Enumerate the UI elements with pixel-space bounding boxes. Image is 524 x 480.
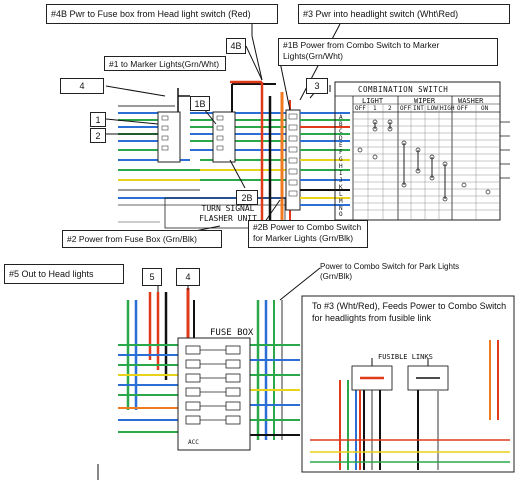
tag-4-bottom: 4 [176,268,200,286]
combo-row-i: I [339,170,343,177]
tag-3: 3 [306,78,328,94]
upper-left-harness [118,88,200,191]
combo-row-b: B [339,121,343,128]
tag-2: 2 [90,128,106,143]
combo-col-low: LOW [427,105,438,112]
fuse-box-label: FUSE BOX [210,328,253,338]
callout-1: #1 to Marker Lights(Grn/Wht) [104,56,226,71]
callout-1b-text: #1B Power from Combo Switch to Marker Li… [283,40,440,61]
tag-4-left-text: 4 [79,81,85,91]
fuse-box-harness [97,288,300,480]
tag-2-text: 2 [95,131,101,141]
combo-row-f: F [339,149,343,156]
fusible-links-label-text: FUSIBLE LINKS [378,353,433,361]
combo-row-a: A [339,114,343,121]
callout-2b: #2B Power to Combo Switch for Marker Lig… [248,220,368,248]
callout-1-text: #1 to Marker Lights(Grn/Wht) [109,59,220,69]
callout-5: #5 Out to Head lights [4,264,124,284]
combo-col-int: INT [413,105,424,112]
combo-group-wiper: WIPER [414,97,436,105]
callout-fusible: To #3 (Wht/Red), Feeds Power to Combo Sw… [312,300,508,324]
fuse-box-label-text: FUSE BOX [210,328,254,338]
combo-group-washer: WASHER [458,97,484,105]
flasher-label-line2: FLASHER UNIT [199,214,257,223]
tag-4-bottom-text: 4 [185,272,191,282]
tag-5-text: 5 [149,272,155,282]
combo-switch-grid [334,81,510,221]
callout-4b-top-text: #4B Pwr to Fuse box from Head light swit… [51,9,251,19]
callout-4b-top: #4B Pwr to Fuse box from Head light swit… [46,4,278,24]
tag-1b: 1B [190,96,210,111]
tag-2b-text: 2B [241,193,253,203]
callout-2b-text: #2B Power to Combo Switch for Marker Lig… [253,222,362,243]
combo-row-e: E [339,142,343,149]
combo-row-j: J [339,177,343,184]
tag-3-text: 3 [314,81,320,91]
leader-lines [105,23,341,301]
combo-row-l: L [339,191,343,198]
callout-3-top-text: #3 Pwr into headlight switch (Wht\Red) [303,9,459,19]
combo-row-o: O [339,211,343,218]
combo-row-c: C [339,128,343,135]
combo-col-1: 1 [373,105,377,112]
combo-row-m: M [339,198,343,205]
tag-1b-text: 1B [194,99,206,109]
combo-switch-title: COMBINATION SWITCH [358,85,448,94]
callout-3-top: #3 Pwr into headlight switch (Wht\Red) [298,4,510,24]
combo-col-off-3: OFF [457,105,468,112]
acc-label-text: ACC [188,439,199,446]
combo-row-d: D [339,135,343,142]
flasher-label-line1: TURN SIGNAL [201,204,255,213]
tag-4b: 4B [226,38,246,54]
flasher-outline [164,197,286,229]
combo-group-light: LIGHT [362,97,384,105]
flasher-label: TURN SIGNAL FLASHER UNIT [178,204,278,224]
callout-fusible-text: To #3 (Wht/Red), Feeds Power to Combo Sw… [312,301,507,323]
combo-col-off-2: OFF [400,105,411,112]
tag-1: 1 [90,112,106,127]
combo-row-n: N [339,205,343,212]
acc-label: ACC [188,438,199,448]
combo-switch-title-text: COMBINATION SWITCH [358,85,449,94]
combo-col-off-1: OFF [355,105,366,112]
callout-park-text: Power to Combo Switch for Park Lights (G… [320,262,460,281]
callout-5-text: #5 Out to Head lights [9,269,94,279]
tag-2b: 2B [236,190,258,205]
tag-1-text: 1 [95,115,101,125]
combo-row-g: G [339,156,343,163]
fusible-links-inset [301,295,515,473]
tag-4-left: 4 [60,78,104,94]
combo-row-h: H [339,163,343,170]
callout-2: #2 Power from Fuse Box (Grn/Blk) [62,230,222,248]
combo-col-high: HIGH [440,105,455,112]
callout-park: Power to Combo Switch for Park Lights (G… [320,262,470,282]
fusible-links-label: FUSIBLE LINKS [378,352,433,362]
combo-col-on: ON [481,105,489,112]
tag-5: 5 [142,268,162,286]
tag-4b-text: 4B [230,41,242,51]
combo-connector [280,92,350,228]
callout-1b: #1B Power from Combo Switch to Marker Li… [278,38,498,66]
connector-block [212,111,236,163]
connector-block [157,111,181,163]
combo-col-2: 2 [388,105,392,112]
combo-row-k: K [339,184,343,191]
callout-2-text: #2 Power from Fuse Box (Grn/Blk) [67,234,197,244]
